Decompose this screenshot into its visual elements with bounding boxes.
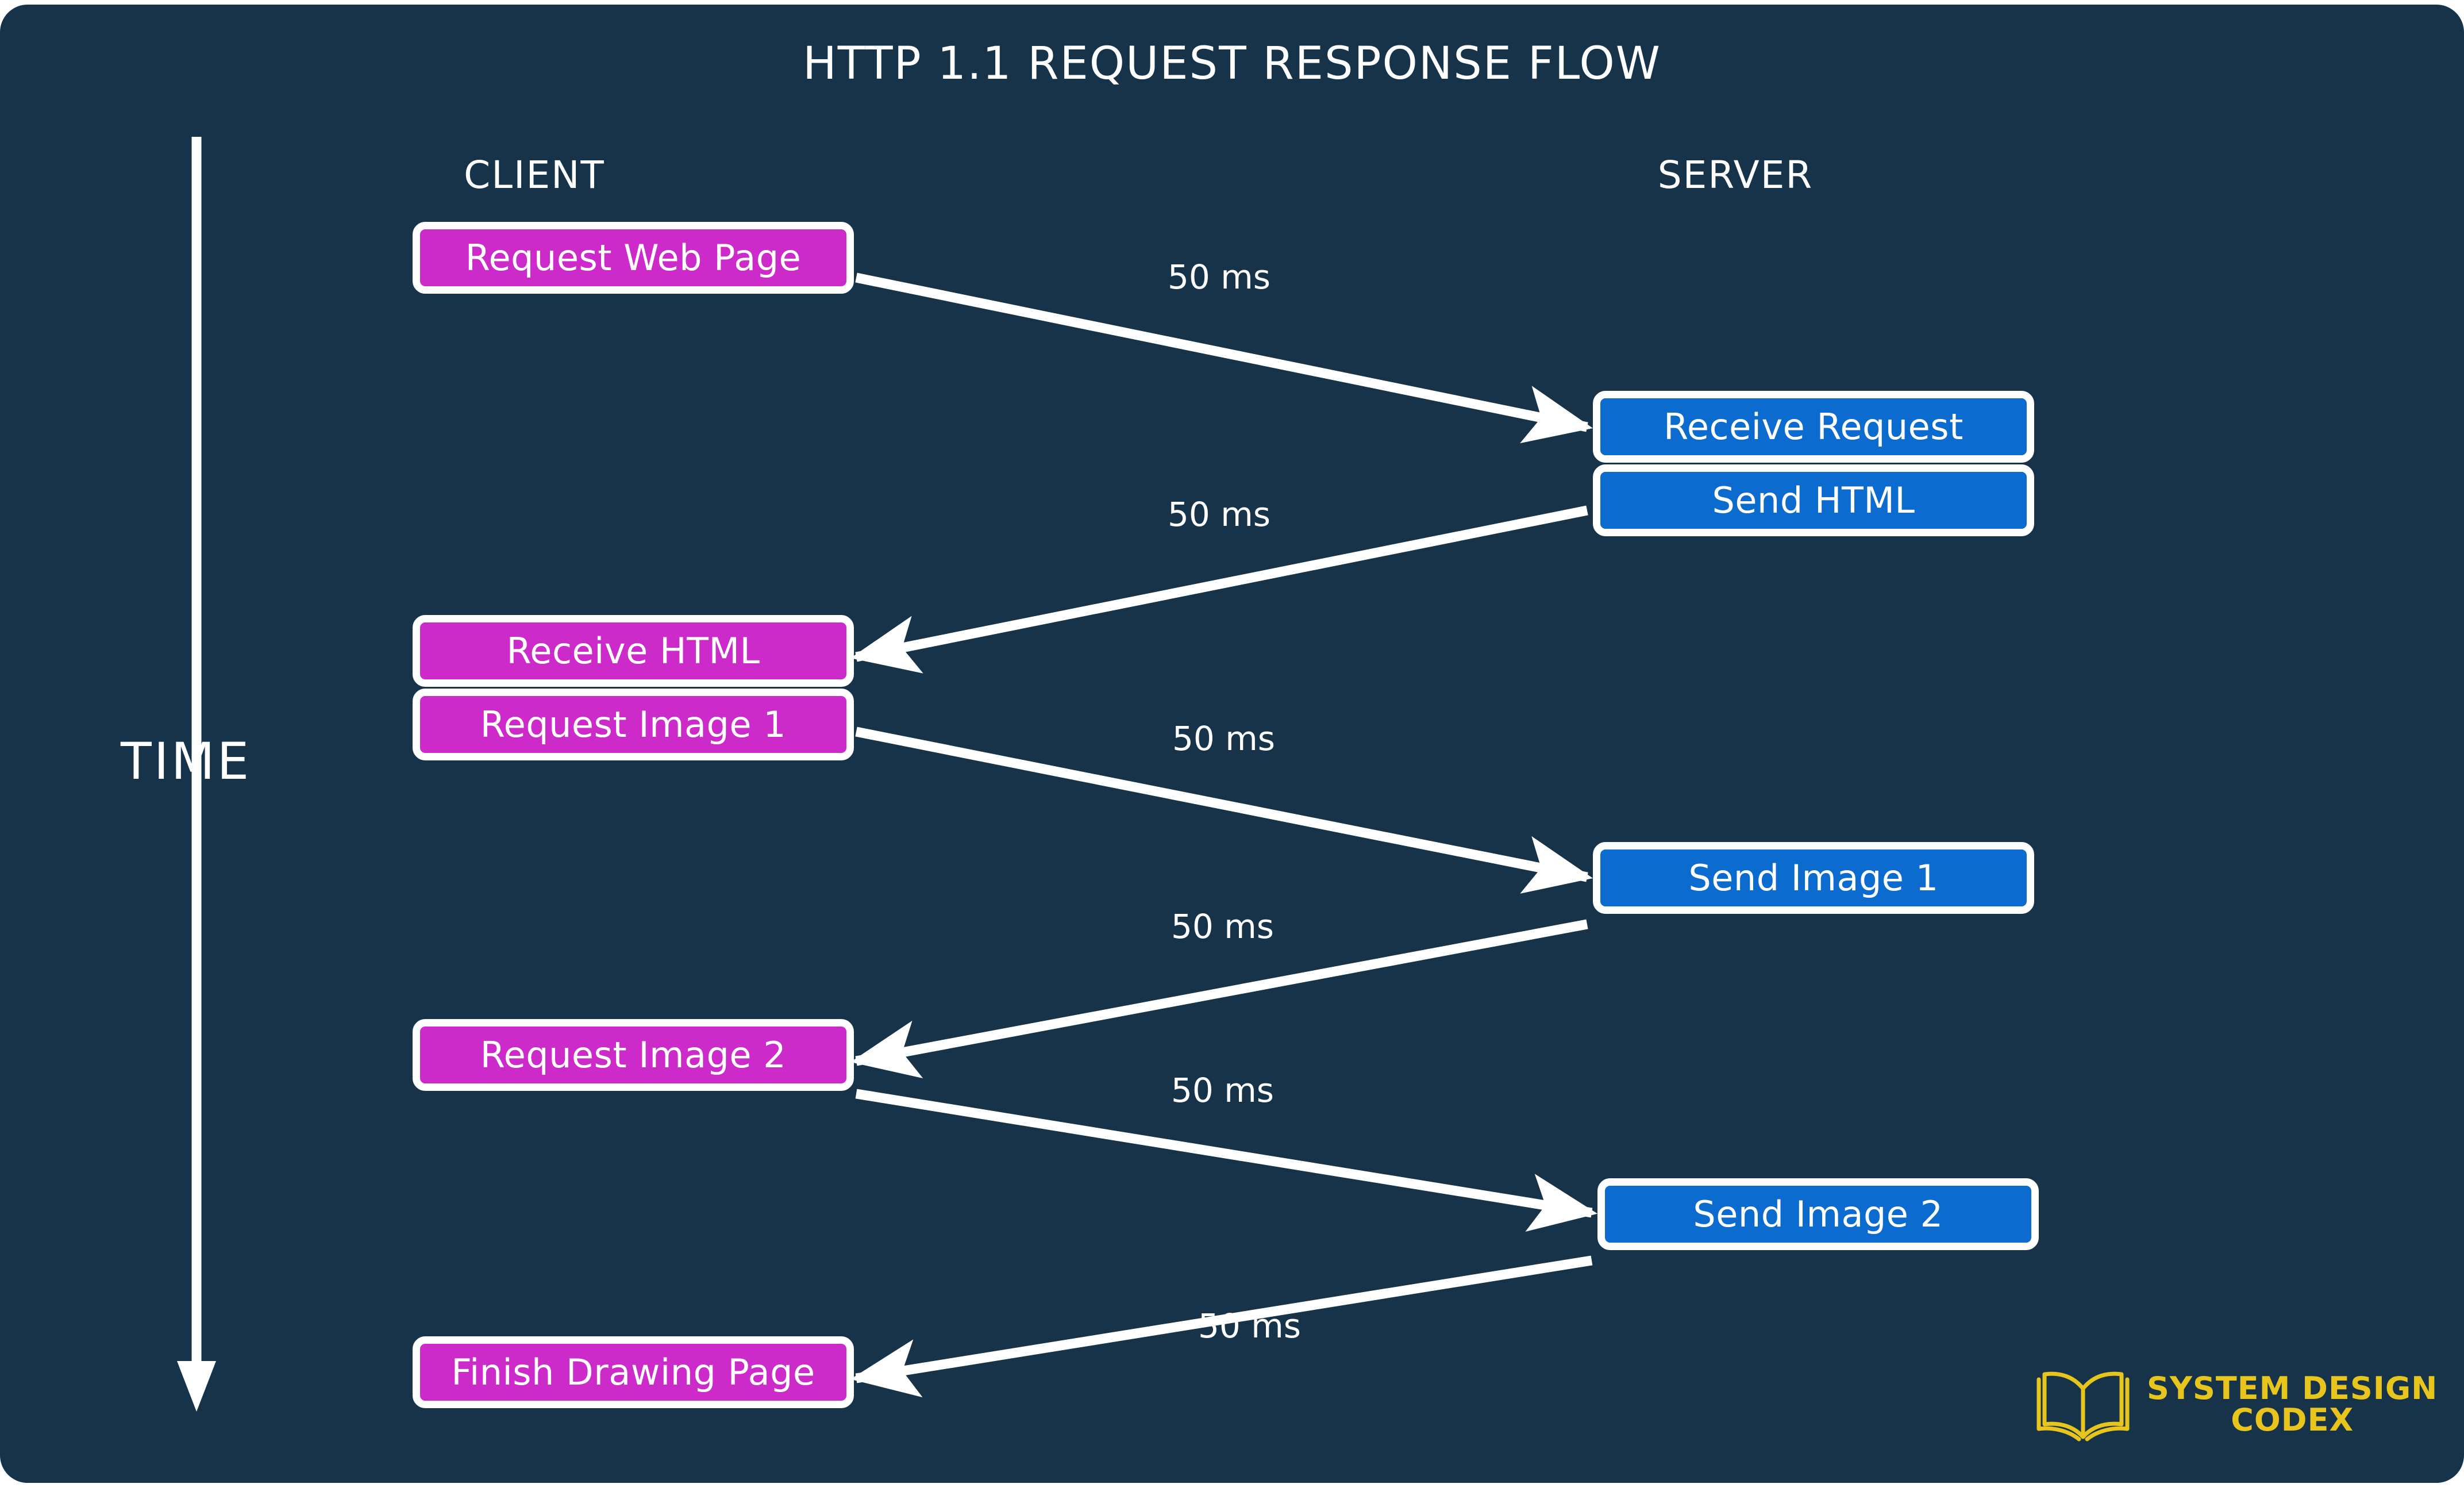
- node-label: Send HTML: [1712, 479, 1915, 521]
- node-request-web-page[interactable]: Request Web Page: [413, 222, 854, 294]
- logo-line-2: CODEX: [2231, 1402, 2354, 1438]
- brand-logo: SYSTEM DESIGN CODEX: [2034, 1367, 2438, 1442]
- node-label: Receive HTML: [506, 630, 760, 672]
- node-receive-request[interactable]: Receive Request: [1593, 391, 2034, 463]
- node-request-image-1[interactable]: Request Image 1: [413, 689, 854, 760]
- latency-label: 50 ms: [1198, 1306, 1301, 1346]
- latency-label: 50 ms: [1171, 1071, 1274, 1110]
- arrow-request-image-2-to-send-image-2: [855, 1089, 1598, 1232]
- node-send-html[interactable]: Send HTML: [1593, 464, 2034, 536]
- column-header-client: CLIENT: [464, 153, 605, 197]
- node-label: Send Image 1: [1688, 857, 1939, 899]
- brand-logo-text: SYSTEM DESIGN CODEX: [2147, 1373, 2438, 1436]
- column-header-server: SERVER: [1657, 153, 1814, 197]
- time-axis: [177, 137, 216, 1412]
- node-label: Request Image 2: [480, 1034, 787, 1076]
- node-label: Receive Request: [1664, 406, 1964, 448]
- node-request-image-2[interactable]: Request Image 2: [413, 1019, 854, 1091]
- node-receive-html[interactable]: Receive HTML: [413, 615, 854, 687]
- latency-label: 50 ms: [1168, 257, 1270, 297]
- node-send-image-2[interactable]: Send Image 2: [1597, 1178, 2039, 1250]
- latency-label: 50 ms: [1168, 495, 1270, 534]
- node-label: Request Image 1: [480, 704, 787, 745]
- logo-line-1: SYSTEM DESIGN: [2147, 1370, 2438, 1406]
- node-finish-drawing-page[interactable]: Finish Drawing Page: [413, 1336, 854, 1408]
- page-title: HTTP 1.1 REQUEST RESPONSE FLOW: [803, 38, 1661, 90]
- node-label: Request Web Page: [465, 237, 802, 279]
- node-send-image-1[interactable]: Send Image 1: [1593, 842, 2034, 914]
- node-label: Finish Drawing Page: [451, 1351, 815, 1393]
- latency-label: 50 ms: [1172, 719, 1275, 758]
- open-book-icon: [2036, 1371, 2130, 1442]
- diagram-canvas: HTTP 1.1 REQUEST RESPONSE FLOW CLIENT SE…: [0, 5, 2464, 1483]
- time-axis-label: TIME: [121, 732, 252, 791]
- node-label: Send Image 2: [1693, 1193, 1943, 1235]
- latency-label: 50 ms: [1171, 907, 1274, 946]
- arrow-request-web-page-to-receive-request: [855, 272, 1593, 444]
